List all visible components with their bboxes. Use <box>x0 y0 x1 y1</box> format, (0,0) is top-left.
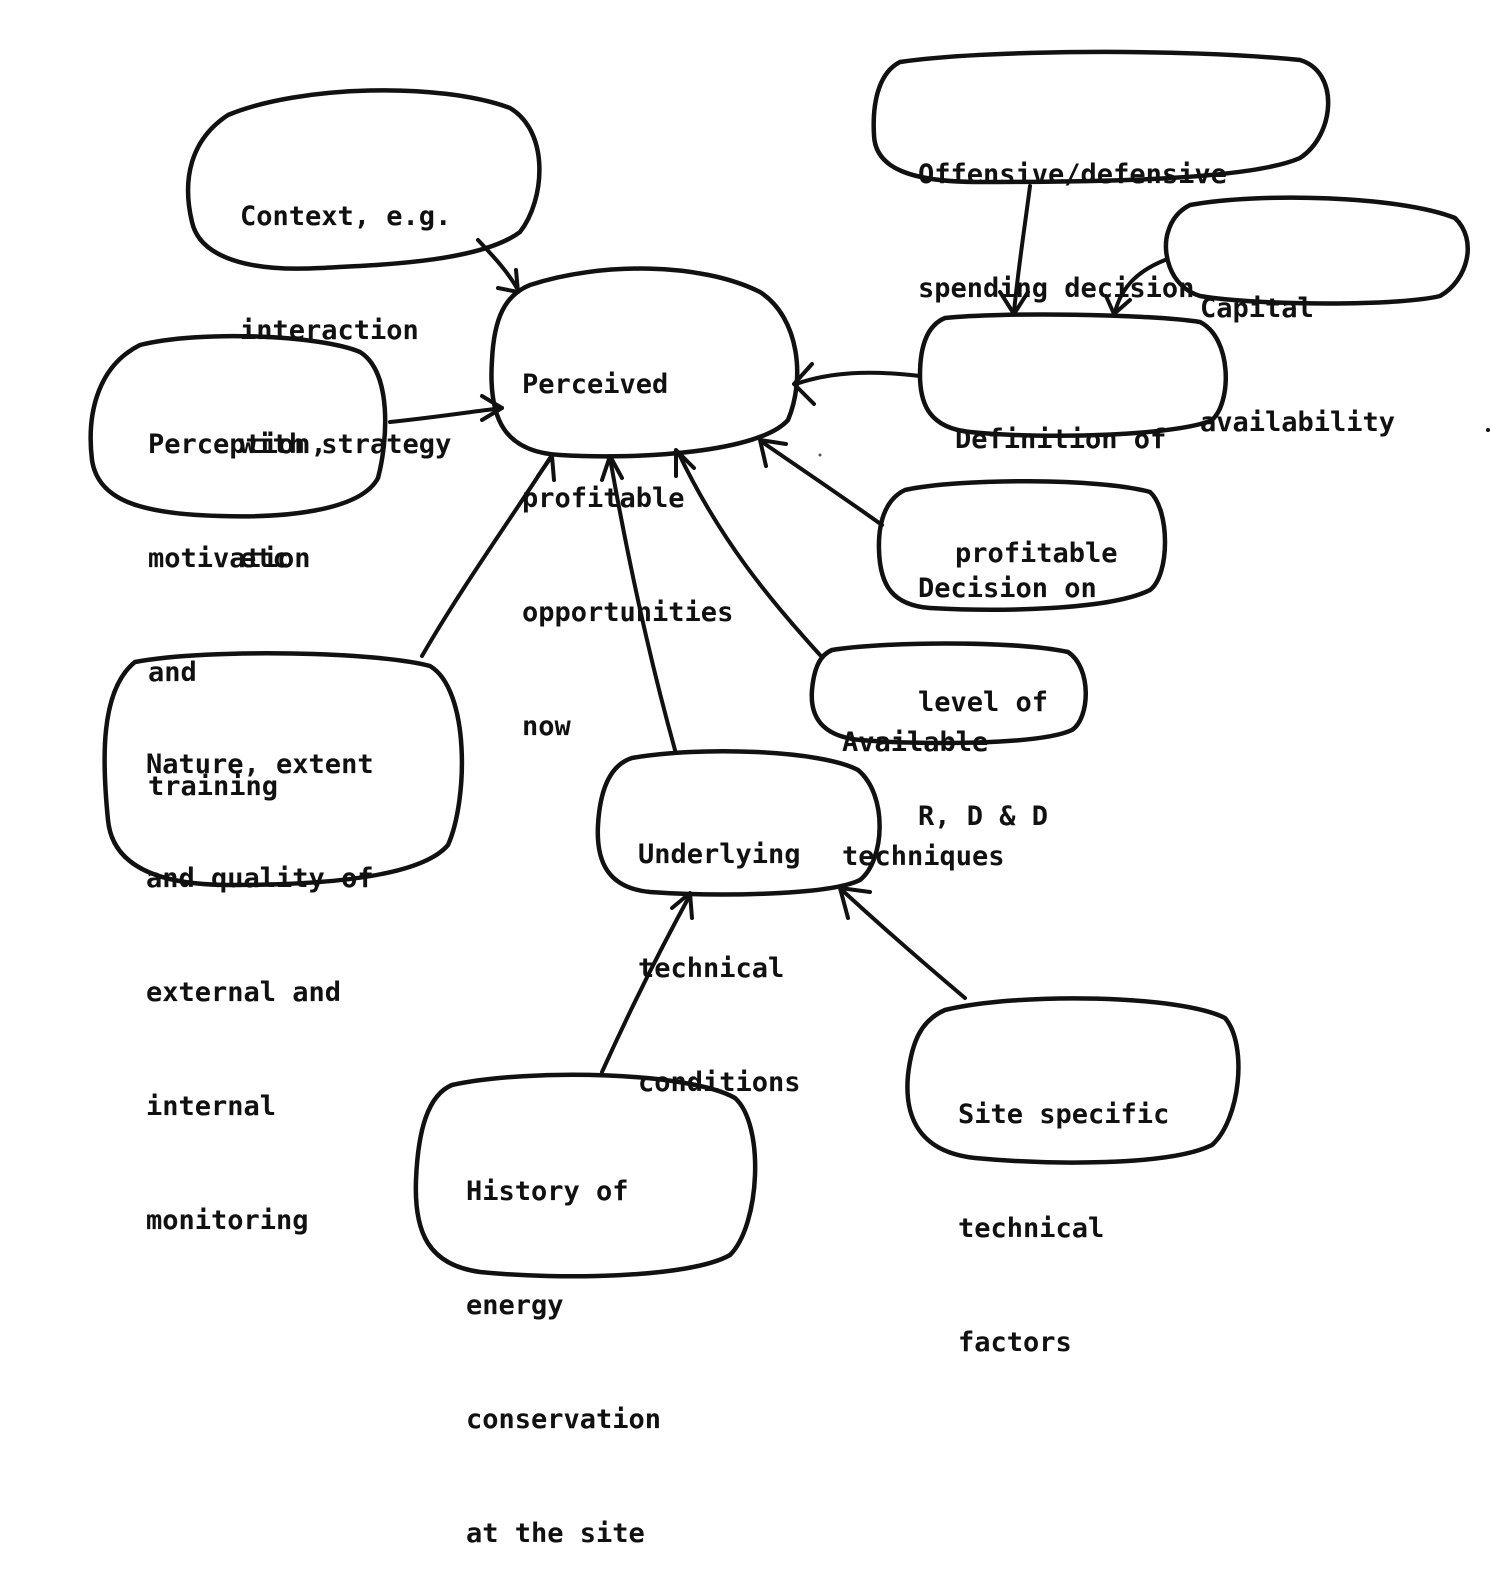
node-history-label: History of energy conservation at the si… <box>466 1097 661 1591</box>
node-site-label: Site specific technical factors <box>958 1020 1169 1400</box>
node-context-label: Context, e.g. interaction with strategy … <box>240 122 451 616</box>
text-line: Context, e.g. <box>240 201 452 232</box>
edge-nature-to-perceived <box>420 454 556 658</box>
node-decision-rdd-outline <box>876 479 1168 612</box>
node-decision-rdd-label: Decision on level of R, D & D <box>918 494 1097 874</box>
text-line: conservation <box>466 1404 662 1435</box>
edge-underlying-to-perceived <box>600 454 677 752</box>
node-perception-label: Perception, motivation and training <box>148 350 327 844</box>
text-line: Available <box>842 727 989 758</box>
edge-history-to-underlying <box>600 891 694 1074</box>
node-underlying-outline <box>595 749 882 897</box>
diagram-canvas <box>88 49 1490 1279</box>
text-line: external and <box>146 977 342 1008</box>
node-history-outline <box>413 1072 758 1279</box>
text-line: profitable <box>522 483 685 514</box>
text-line: History of <box>466 1176 629 1207</box>
node-nature-outline <box>102 651 465 888</box>
node-available-outline <box>809 641 1088 746</box>
node-perception-outline <box>88 333 388 519</box>
edge-available-to-perceived <box>674 448 822 657</box>
text-line: monitoring <box>146 1205 309 1236</box>
text-line: Definition of <box>955 424 1167 455</box>
text-line: Offensive/defensive <box>918 159 1227 190</box>
text-line: Perception, <box>148 429 327 460</box>
text-line: Perceived <box>522 369 669 400</box>
text-line: motivation <box>148 543 311 574</box>
edge-offensive-to-definition <box>998 184 1032 316</box>
edge-context-to-perceived <box>476 238 520 294</box>
edge-decision-rdd-to-perceived <box>758 438 884 527</box>
node-underlying-label: Underlying technical conditions <box>638 760 801 1140</box>
text-line: Site specific <box>958 1099 1170 1130</box>
text-line: technical <box>638 953 785 984</box>
node-perceived-label: Perceived profitable opportunities now <box>522 290 733 784</box>
node-capital-outline <box>1163 195 1470 306</box>
scan-speck <box>1486 428 1490 432</box>
text-line: internal <box>146 1091 277 1122</box>
edge-perception-to-perceived <box>388 394 504 424</box>
edge-capital-to-definition <box>1104 258 1167 316</box>
node-capital-label: Capital availability <box>1200 214 1395 480</box>
node-nature-label: Nature, extent and quality of external a… <box>146 670 374 1278</box>
text-line: training <box>148 771 279 802</box>
text-line: Capital <box>1200 293 1314 324</box>
text-line: interaction <box>240 315 419 346</box>
node-offensive-label: Offensive/defensive spending decision <box>918 80 1227 346</box>
text-line: technical <box>958 1213 1105 1244</box>
text-line: energy <box>466 1290 564 1321</box>
text-line: Decision on <box>918 573 1097 604</box>
text-line: and quality of <box>146 863 374 894</box>
text-line: now <box>522 711 571 742</box>
text-line: Underlying <box>638 839 801 870</box>
text-line: opportunities <box>522 597 734 628</box>
text-line: level of <box>918 687 1049 718</box>
node-site-outline <box>905 996 1241 1165</box>
node-definition-label: Definition of profitable <box>955 345 1166 611</box>
scan-speck <box>818 453 822 457</box>
text-line: and <box>148 657 197 688</box>
text-line: R, D & D <box>918 801 1049 832</box>
text-line: profitable <box>955 538 1118 569</box>
edge-site-to-underlying <box>838 886 967 1000</box>
text-line: availability <box>1200 407 1396 438</box>
text-line: at the site <box>466 1518 645 1549</box>
text-line: factors <box>958 1327 1072 1358</box>
node-offensive-outline <box>871 49 1331 185</box>
text-line: Nature, extent <box>146 749 374 780</box>
text-line: spending decision <box>918 273 1195 304</box>
node-perceived-outline <box>489 266 800 459</box>
text-line: with strategy <box>240 429 452 460</box>
edge-definition-to-perceived <box>792 362 922 406</box>
text-line: etc <box>240 543 289 574</box>
node-context-outline <box>185 88 542 271</box>
text-line: conditions <box>638 1067 801 1098</box>
text-line: techniques <box>842 841 1005 872</box>
node-available-label: Available techniques <box>842 648 1005 914</box>
